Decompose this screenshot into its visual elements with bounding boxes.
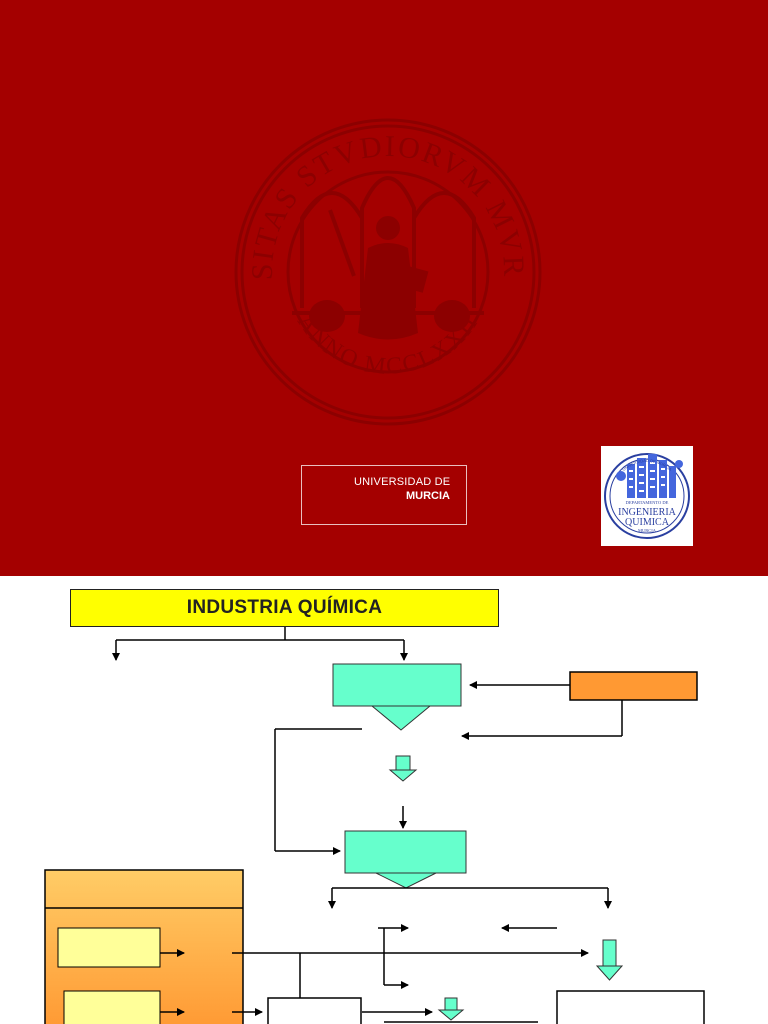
- diagram-title-box: INDUSTRIA QUÍMICA: [70, 589, 499, 627]
- input-connectors: [461, 681, 623, 740]
- dept-logo-line1: DEPARTAMENTO DE: [626, 500, 669, 505]
- department-logo: DEPARTAMENTO DE INGENIERIA QUIMICA MURCI…: [601, 446, 693, 546]
- output-box-right: [556, 990, 705, 1024]
- logo-line-1: UNIVERSIDAD DE: [354, 476, 451, 488]
- process-box-2: [344, 830, 467, 889]
- universidad-de-murcia-logo: UNIVERSIDAD DE MURCIA: [301, 465, 467, 525]
- diagram-title: INDUSTRIA QUÍMICA: [186, 597, 383, 618]
- department-emblem: DEPARTAMENTO DE INGENIERIA QUIMICA MURCI…: [604, 453, 690, 539]
- left-panel: [44, 869, 244, 1024]
- process-2-branch-connector: [328, 887, 612, 909]
- dept-logo-line2: INGENIERIA: [618, 507, 677, 518]
- process-flow-diagram: [44, 627, 705, 1024]
- dept-logo-line4: MURCIA: [638, 528, 657, 533]
- university-seal-watermark: UNIVERSITAS STVDIORVM MVRCIENSIS ANNO MC…: [232, 118, 542, 426]
- middle-connectors: [362, 924, 557, 1023]
- output-box-middle: [267, 997, 362, 1024]
- recycle-connector: [274, 728, 362, 855]
- process-box-1: [332, 663, 462, 731]
- left-panel-box-1: [57, 927, 161, 968]
- dept-logo-line3: QUIMICA: [625, 517, 670, 528]
- logo-line-2: MURCIA: [406, 490, 450, 502]
- input-box-orange: [569, 671, 698, 701]
- left-panel-box-2: [63, 990, 161, 1024]
- small-down-arrow-2: [595, 939, 624, 981]
- small-down-arrow-1: [388, 755, 418, 782]
- small-down-arrow-3: [437, 997, 465, 1021]
- left-panel-arrows: [160, 949, 589, 1016]
- title-slide-banner: UNIVERSITAS STVDIORVM MVRCIENSIS ANNO MC…: [0, 0, 768, 576]
- title-branch-connector: [112, 627, 408, 661]
